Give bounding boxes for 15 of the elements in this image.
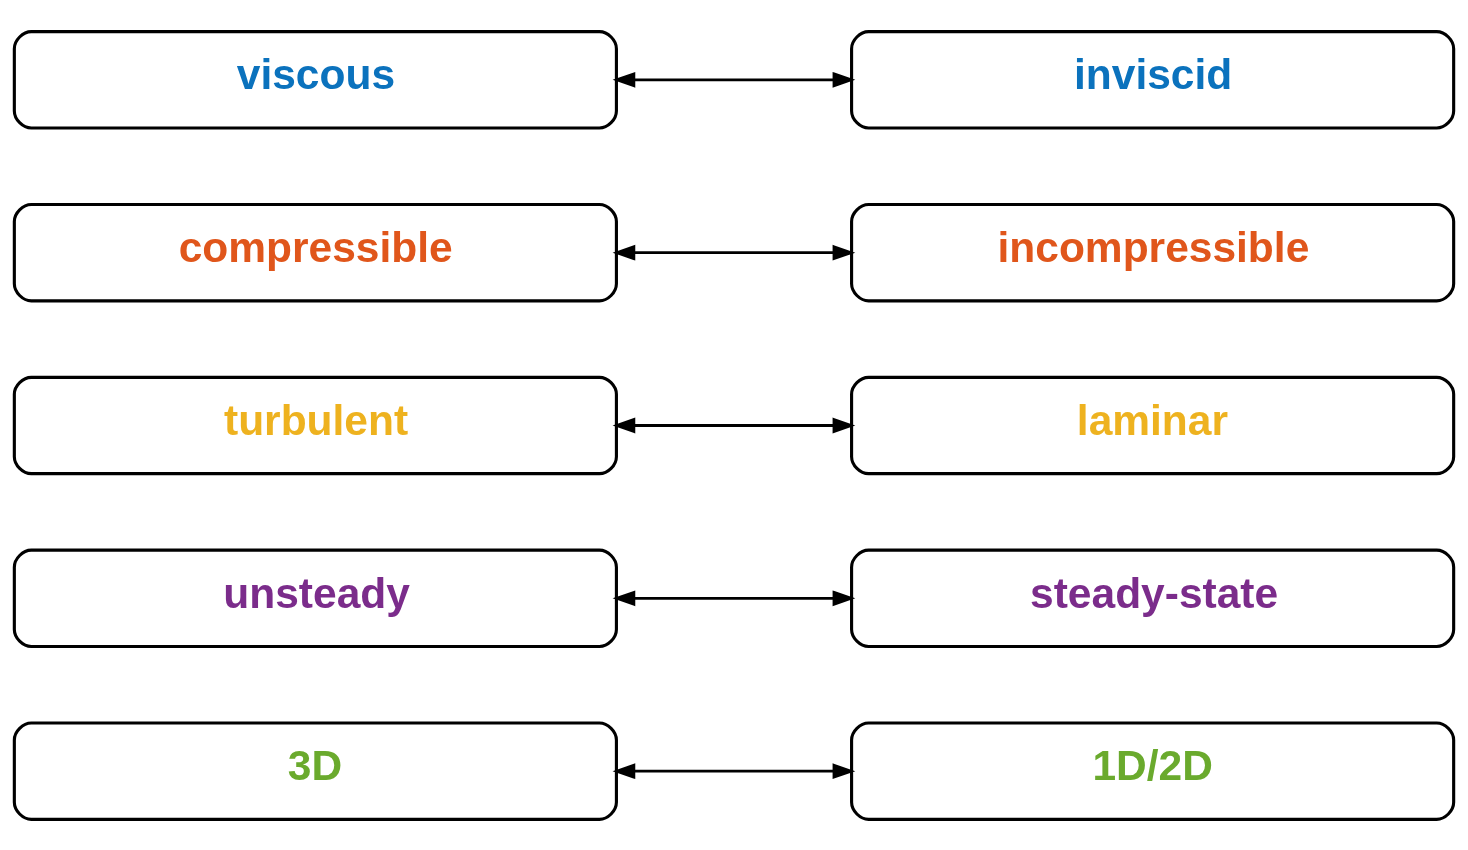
arrow <box>612 71 856 88</box>
arrow <box>612 589 856 606</box>
node-box: incompressible <box>850 202 1456 302</box>
node-box: turbulent <box>12 375 618 475</box>
arrow <box>612 762 856 779</box>
node-box: inviscid <box>850 29 1456 130</box>
arrow <box>612 417 856 433</box>
node-box: unsteady <box>12 548 618 648</box>
node-box: steady-state <box>850 548 1456 648</box>
arrow <box>612 244 856 261</box>
node-box: 3D <box>12 720 618 821</box>
node-box: laminar <box>850 375 1456 475</box>
node-box: viscous <box>12 29 618 130</box>
node-box: compressible <box>12 202 618 302</box>
node-box: 1D/2D <box>850 720 1456 821</box>
